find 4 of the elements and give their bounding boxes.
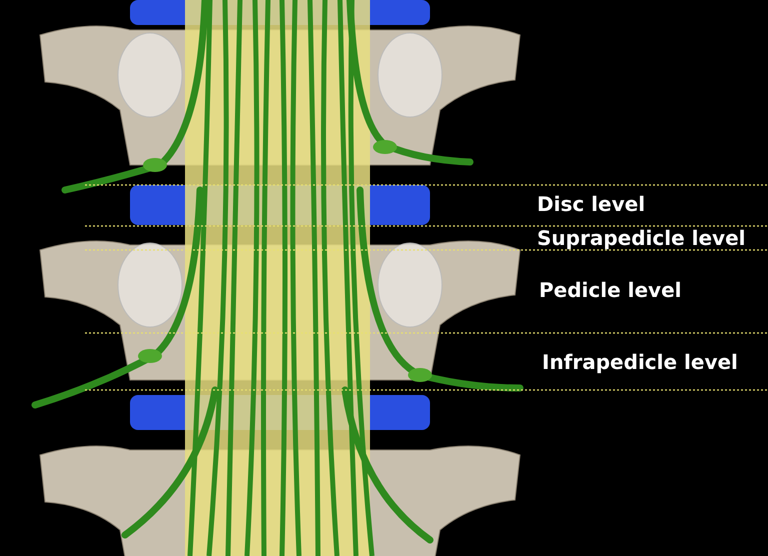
level-label: Suprapedicle level (537, 226, 746, 250)
level-label: Infrapedicle level (542, 350, 738, 374)
level-label: Disc level (537, 192, 646, 216)
level-label: Pedicle level (539, 278, 682, 302)
